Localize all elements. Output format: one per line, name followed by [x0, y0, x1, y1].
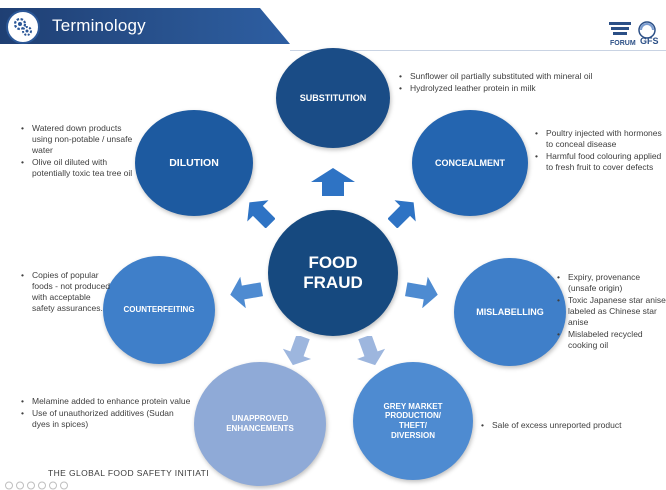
list-item: Poultry injected with hormones to concea…	[532, 128, 664, 150]
list-item: Use of unauthorized additives (Sudan dye…	[18, 408, 194, 430]
header-banner	[0, 8, 290, 44]
grey-market-examples: Sale of excess unreported product	[478, 420, 658, 432]
footer-text: THE GLOBAL FOOD SAFETY INITIATI	[48, 468, 210, 478]
header-divider	[290, 50, 666, 51]
node-concealment-label: CONCEALMENT	[435, 157, 505, 168]
node-substitution: SUBSTITUTION	[276, 48, 390, 148]
list-item: Toxic Japanese star anise labeled as Chi…	[554, 295, 666, 328]
list-item: Sale of excess unreported product	[478, 420, 658, 431]
arrow-right-icon	[405, 276, 438, 308]
page-title: Terminology	[52, 16, 146, 35]
center-line2: FRAUD	[303, 273, 363, 292]
node-grey-line1: GREY MARKET	[383, 401, 443, 411]
node-dilution-label: DILUTION	[169, 156, 219, 169]
list-item: Melamine added to enhance protein value	[18, 396, 194, 407]
arrow-up-right-icon	[388, 200, 416, 228]
list-item: Olive oil diluted with potentially toxic…	[18, 157, 133, 179]
list-item: Copies of popular foods - not produced w…	[18, 270, 110, 314]
arrow-left-icon	[230, 276, 263, 308]
node-grey-market: GREY MARKET PRODUCTION/ THEFT/ DIVERSION	[353, 362, 473, 480]
list-item: Mislabeled recycled cooking oil	[554, 329, 666, 351]
gear-logo-icon	[6, 10, 40, 44]
node-unapproved-line2: ENHANCEMENTS	[226, 424, 294, 433]
node-concealment: CONCEALMENT	[412, 110, 528, 216]
arrow-down-left-icon	[282, 336, 312, 366]
list-item: Harmful food colouring applied to fresh …	[532, 151, 664, 173]
arrow-down-right-icon	[356, 336, 386, 366]
gfsi-forum-label: FORUM	[610, 40, 636, 47]
list-item: Sunflower oil partially substituted with…	[396, 71, 646, 82]
node-counterfeiting-label: COUNTERFEITING	[123, 305, 195, 315]
node-grey-line2: PRODUCTION/	[385, 411, 441, 421]
list-item: Hydrolyzed leather protein in milk	[396, 83, 646, 94]
node-unapproved-line1: UNAPPROVED	[231, 414, 289, 424]
gfsi-logo-icon	[609, 21, 656, 39]
slide-control-icons	[5, 481, 68, 490]
node-dilution: DILUTION	[135, 110, 253, 216]
node-grey-line4: DIVERSION	[390, 430, 435, 440]
arrow-up-icon	[311, 168, 355, 196]
node-mislabelling-label: MISLABELLING	[476, 306, 544, 317]
mislabelling-examples: Expiry, provenance (unsafe origin) Toxic…	[554, 272, 666, 352]
dilution-examples: Watered down products using non-potable …	[18, 123, 133, 180]
node-counterfeiting: COUNTERFEITING	[103, 256, 215, 364]
list-item: Expiry, provenance (unsafe origin)	[554, 272, 666, 294]
node-grey-line3: THEFT/	[399, 421, 427, 430]
center-line1: FOOD	[308, 252, 358, 272]
concealment-examples: Poultry injected with hormones to concea…	[532, 128, 664, 174]
node-mislabelling: MISLABELLING	[454, 258, 566, 366]
gfsi-side-label: GFS	[640, 36, 659, 46]
node-food-fraud: FOOD FRAUD	[268, 210, 398, 336]
list-item: Watered down products using non-potable …	[18, 123, 133, 156]
unapproved-examples: Melamine added to enhance protein value …	[18, 396, 194, 431]
counterfeiting-examples: Copies of popular foods - not produced w…	[18, 270, 110, 315]
arrow-up-left-icon	[247, 200, 275, 228]
node-substitution-label: SUBSTITUTION	[299, 92, 367, 103]
node-unapproved-enhancements: UNAPPROVED ENHANCEMENTS	[194, 362, 326, 486]
substitution-examples: Sunflower oil partially substituted with…	[396, 71, 646, 95]
